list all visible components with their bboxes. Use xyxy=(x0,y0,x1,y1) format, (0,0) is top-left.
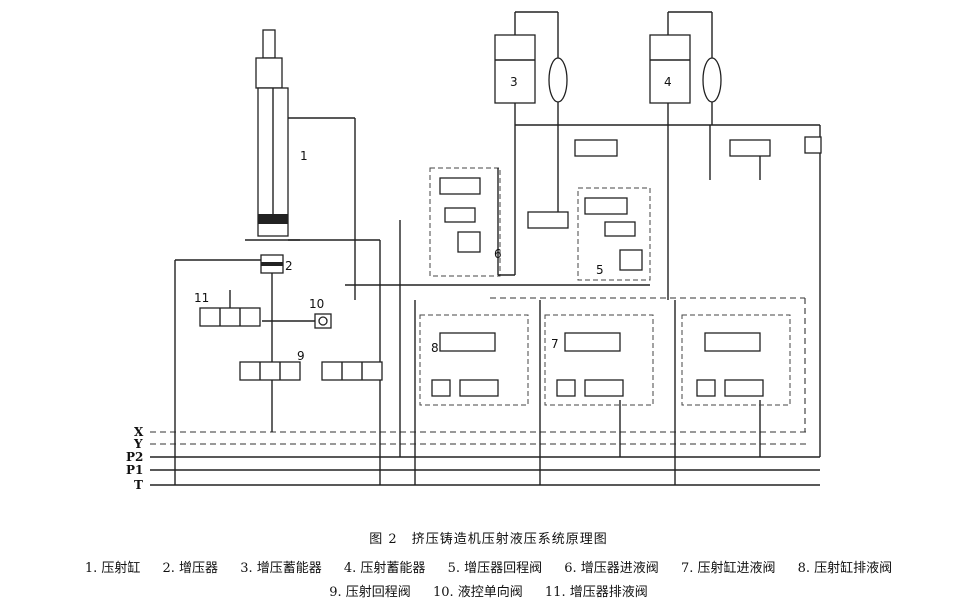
label-11: 11 xyxy=(194,291,209,305)
label-5: 5 xyxy=(596,263,604,277)
valve-group-third xyxy=(681,314,791,406)
valve-group-5 xyxy=(527,125,651,281)
accumulator-4 xyxy=(649,11,722,300)
label-6: 6 xyxy=(494,247,502,261)
valve-group-8 xyxy=(419,314,529,406)
label-10: 10 xyxy=(309,297,324,311)
valve-9 xyxy=(239,361,383,381)
legend-item: 6. 增压器进液阀 xyxy=(564,561,659,576)
label-7: 7 xyxy=(551,337,559,351)
legend-item: 9. 压射回程阀 xyxy=(329,585,411,600)
main-lines xyxy=(150,125,821,486)
figure-caption: 图 2 挤压铸造机压射液压系统原理图 xyxy=(369,532,608,547)
port-y: Y xyxy=(133,437,143,451)
valve-10 xyxy=(262,313,332,329)
legend-item: 3. 增压蓄能器 xyxy=(240,561,322,576)
right-valves xyxy=(709,125,822,180)
legend-item: 8. 压射缸排液阀 xyxy=(797,561,893,576)
accumulator-3 xyxy=(494,11,820,126)
port-p2: P2 xyxy=(126,450,143,464)
intensifier xyxy=(174,254,284,485)
connecting-lines xyxy=(345,220,806,485)
legend-item: 4. 压射蓄能器 xyxy=(343,561,426,576)
legend-item: 1. 压射缸 xyxy=(84,561,141,576)
label-8: 8 xyxy=(431,341,439,355)
legend-item: 5. 增压器回程阀 xyxy=(447,561,543,576)
label-2: 2 xyxy=(285,259,293,273)
legend-row: 9. 压射回程阀 10. 液控单向阀 11. 增压器排液阀 xyxy=(0,581,977,600)
legend-row: 1. 压射缸 2. 增压器 3. 增压蓄能器 4. 压射蓄能器 5. 增压器回程… xyxy=(0,557,977,576)
legend-item: 2. 增压器 xyxy=(162,561,219,576)
label-9: 9 xyxy=(297,349,305,363)
hydraulic-schematic: 1 2 3 4 5 6 7 8 9 10 11 X Y P2 P1 T xyxy=(126,11,822,492)
port-x: X xyxy=(134,425,144,439)
legend-item: 11. 增压器排液阀 xyxy=(544,585,648,600)
shot-cylinder xyxy=(245,29,380,300)
legend-item: 7. 压射缸进液阀 xyxy=(680,561,776,576)
valve-11 xyxy=(199,290,261,327)
port-labels: X Y P2 P1 T xyxy=(126,425,144,492)
port-t: T xyxy=(134,478,143,492)
label-3: 3 xyxy=(510,75,518,89)
label-1: 1 xyxy=(300,149,308,163)
legend-item: 10. 液控单向阀 xyxy=(432,585,523,600)
label-4: 4 xyxy=(664,75,672,89)
component-labels: 1 2 3 4 5 6 7 8 9 10 11 xyxy=(194,75,672,363)
port-p1: P1 xyxy=(126,463,143,477)
valve-group-7 xyxy=(544,314,654,406)
valve-group-6 xyxy=(429,125,516,277)
